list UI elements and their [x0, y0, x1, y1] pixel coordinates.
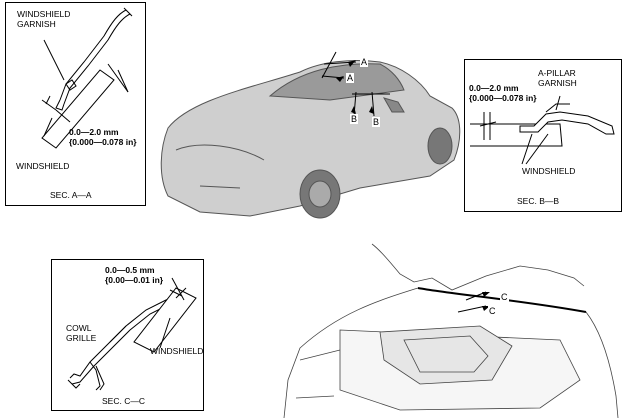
sec-c-gap-spec: 0.0—0.5 mm {0.00—0.01 in}	[105, 265, 164, 285]
sec-b-title: SEC. B—B	[517, 196, 560, 206]
section-b-drawing	[470, 95, 615, 165]
section-c-panel	[51, 259, 204, 411]
sec-a-gap-spec: 0.0—2.0 mm {0.000—0.078 in}	[69, 127, 137, 147]
engine-bay-illustration	[283, 243, 619, 419]
callout-c-lower: C	[488, 306, 497, 316]
sec-a-title: SEC. A—A	[50, 190, 92, 200]
callout-a-lower: A	[346, 73, 355, 83]
callout-a-upper: A	[360, 57, 369, 67]
sec-c-windshield-label: WINDSHIELD	[150, 346, 204, 356]
sec-c-cowl-label: COWL GRILLE	[66, 323, 97, 343]
sec-a-garnish-label: WINDSHIELD GARNISH	[17, 9, 71, 29]
callout-b-left: B	[350, 114, 359, 124]
callout-b-right: B	[372, 117, 381, 127]
sec-b-gap-spec: 0.0—2.0 mm {0.000—0.078 in}	[469, 83, 537, 103]
car-illustration	[160, 60, 461, 219]
sec-c-title: SEC. C—C	[102, 396, 145, 406]
sec-a-windshield-label: WINDSHIELD	[16, 161, 70, 171]
section-a-drawing	[41, 7, 133, 149]
callout-c-upper: C	[500, 292, 509, 302]
sec-b-windshield-label: WINDSHIELD	[522, 166, 576, 176]
section-c-drawing	[67, 277, 197, 391]
sec-b-garnish-label: A-PILLAR GARNISH	[538, 68, 577, 88]
